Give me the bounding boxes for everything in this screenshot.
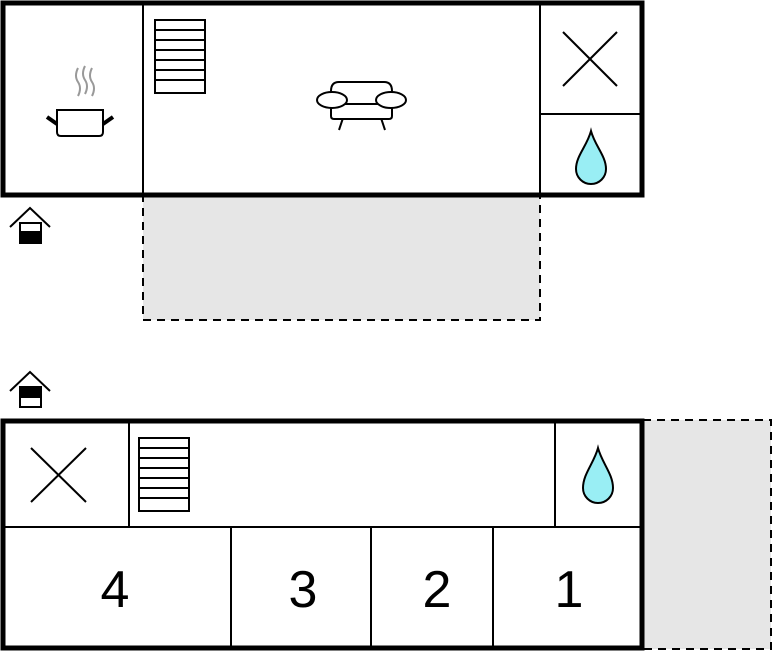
bedroom-number-1: 1 [555,561,584,619]
sofa-icon [316,81,407,131]
lower-floor [0,418,645,651]
stairs-icon [138,437,190,512]
stairs-icon [154,19,206,94]
bedroom-number-4: 4 [101,561,130,619]
water-drop-icon [574,127,608,185]
x-mark-icon [30,447,87,503]
lower-terrace [642,419,772,650]
house-entrance-icon [9,370,51,408]
upper-terrace [142,195,541,321]
x-mark-icon [562,31,618,87]
cooking-pot-icon [45,65,115,137]
bedroom-number-3: 3 [289,561,318,619]
water-drop-icon [581,444,615,504]
bedroom-number-2: 2 [423,561,452,619]
house-entrance-icon [9,206,51,244]
